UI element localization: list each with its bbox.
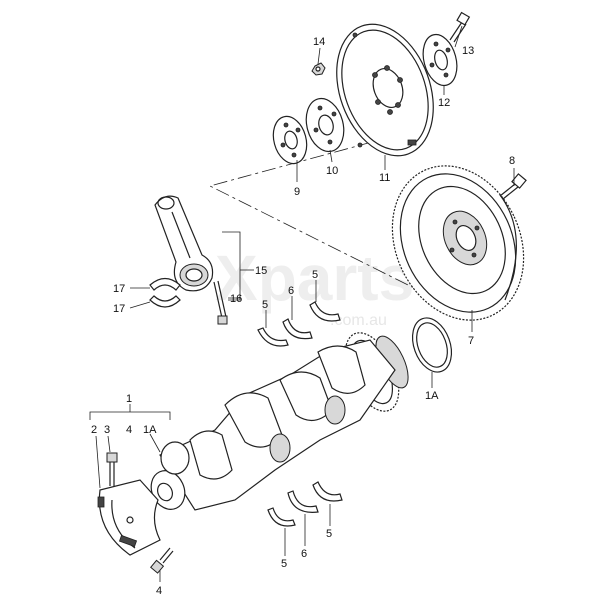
label-12: 12 bbox=[438, 97, 450, 109]
label-11: 11 bbox=[379, 172, 390, 184]
label-9: 9 bbox=[294, 186, 300, 198]
label-1: 1 bbox=[126, 393, 132, 405]
label-1a-ring: 1A bbox=[425, 390, 439, 402]
label-5-upper-right: 5 bbox=[312, 269, 318, 281]
bolt-13 bbox=[449, 11, 471, 43]
label-17-lower: 17 bbox=[113, 303, 125, 315]
label-6-lower: 6 bbox=[301, 548, 307, 560]
label-10: 10 bbox=[326, 165, 338, 177]
label-4-upper: 4 bbox=[126, 424, 132, 436]
label-4-lower: 4 bbox=[156, 585, 162, 597]
washer-9 bbox=[272, 115, 308, 165]
label-5-lower-left: 5 bbox=[281, 558, 287, 570]
leader-lines bbox=[89, 25, 515, 582]
label-14: 14 bbox=[313, 36, 325, 48]
seal-ring-1a bbox=[411, 317, 453, 373]
label-3: 3 bbox=[104, 424, 110, 436]
bolt-8 bbox=[499, 173, 527, 200]
label-16: 16 bbox=[230, 293, 242, 305]
label-1a-flange: 1A bbox=[143, 424, 157, 436]
front-seal-flange bbox=[97, 452, 174, 574]
label-2: 2 bbox=[91, 424, 97, 436]
washer-plate-12 bbox=[422, 33, 458, 87]
label-13: 13 bbox=[462, 45, 474, 57]
main-bearing-shells-upper bbox=[257, 301, 341, 347]
label-17-upper: 17 bbox=[113, 283, 125, 295]
washer-10 bbox=[305, 97, 345, 153]
label-8: 8 bbox=[509, 155, 515, 167]
main-bearing-shells-lower bbox=[267, 481, 343, 527]
connecting-rod bbox=[154, 195, 228, 325]
rod-bearing-shells bbox=[149, 277, 181, 308]
crankshaft bbox=[150, 332, 409, 511]
center-axis-line bbox=[208, 141, 471, 317]
label-5-upper-left: 5 bbox=[262, 299, 268, 311]
label-5-lower-right: 5 bbox=[326, 528, 332, 540]
drive-plate bbox=[336, 23, 434, 157]
label-15: 15 bbox=[255, 265, 267, 277]
watermark-sub: .com.au bbox=[330, 312, 387, 329]
label-6-upper: 6 bbox=[288, 285, 294, 297]
label-7: 7 bbox=[468, 335, 474, 347]
nut-14 bbox=[311, 62, 326, 76]
flywheel bbox=[391, 165, 525, 321]
